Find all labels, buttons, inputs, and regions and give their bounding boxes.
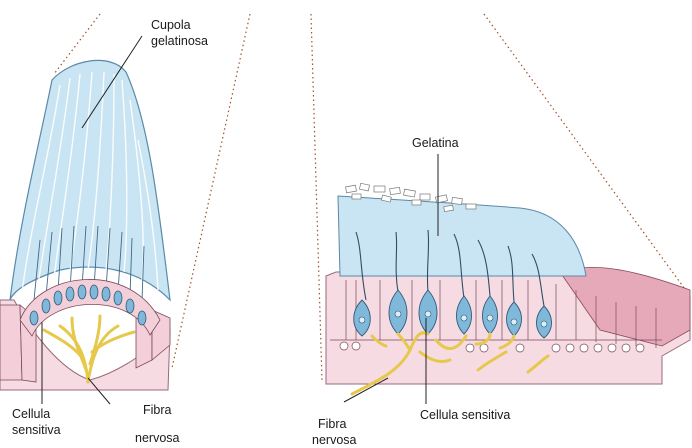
guide-line-right-1 — [311, 14, 322, 380]
label-fibra-left-line1: Fibra — [143, 403, 172, 417]
label-fibra-left-line2: nervosa — [135, 431, 180, 445]
label-fibra-right-line2: nervosa — [312, 433, 357, 447]
label-cellula-right: Cellula sensitiva — [420, 408, 510, 422]
label-cellula-left-line2: sensitiva — [12, 423, 61, 437]
label-gelatina: Gelatina — [412, 136, 459, 150]
label-cupola-line2: gelatinosa — [151, 34, 208, 48]
guide-line-left-2 — [172, 14, 250, 368]
gelatina-layer — [338, 196, 586, 276]
label-fibra-right-line1: Fibra — [318, 417, 347, 431]
label-cellula-left-line1: Cellula — [12, 407, 50, 421]
crista-ampullaris — [0, 60, 170, 390]
label-cupola-line1: Cupola — [151, 18, 191, 32]
macula — [326, 183, 690, 394]
